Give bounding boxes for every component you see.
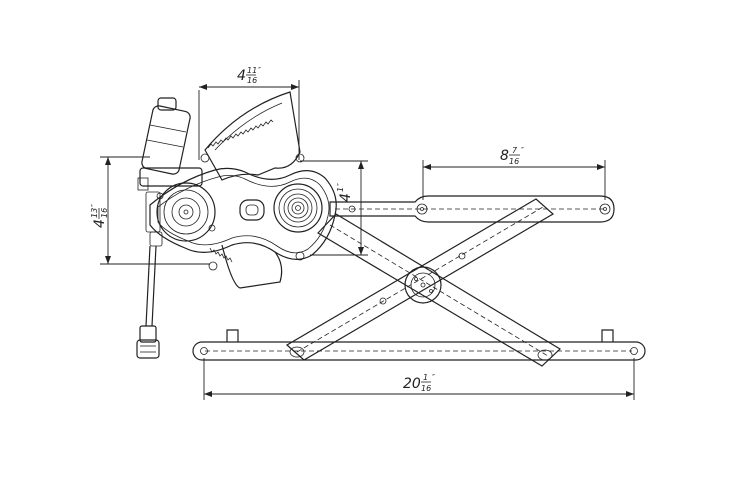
label-overall-length-whole: 20: [403, 376, 421, 392]
bottom-rail: [192, 329, 646, 361]
motor-assembly: [137, 97, 216, 247]
label-rail-length: 8 7 16 ″: [500, 146, 524, 166]
label-motor-height-unit: ″: [90, 204, 99, 207]
label-rail-length-unit: ″: [521, 146, 524, 155]
label-overall-length: 20 1 16 ″: [403, 373, 435, 393]
label-pivot-height-num: 1: [336, 187, 345, 192]
label-rail-length-den: 16: [509, 157, 519, 166]
dimension-pivot-height: [300, 160, 368, 256]
label-motor-height-den: 16: [100, 208, 109, 218]
label-overall-length-den: 16: [421, 384, 431, 393]
scissor-arm-a: [317, 213, 561, 367]
dimension-motor-height: [100, 156, 210, 265]
label-pivot-height: 4 1 ″: [336, 183, 354, 202]
label-motor-height: 4 13 16 ″: [90, 204, 109, 228]
dimension-overall-length: [203, 358, 635, 400]
sector-gear: [204, 91, 301, 289]
scissor-arm-b: [285, 198, 555, 361]
label-overall-length-unit: ″: [432, 373, 435, 382]
label-rail-length-num: 7: [512, 146, 518, 155]
label-top-width-unit: ″: [258, 66, 261, 75]
wire-harness: [136, 245, 160, 359]
label-motor-height-num: 13: [90, 208, 99, 218]
label-top-width: 4 11 16 ″: [237, 66, 261, 85]
label-motor-height-whole: 4: [92, 219, 108, 228]
label-overall-length-num: 1: [423, 373, 428, 382]
dimension-rail-length: [422, 160, 606, 200]
label-rail-length-whole: 8: [500, 148, 509, 164]
label-top-width-whole: 4: [237, 68, 246, 84]
upper-rail: [329, 195, 615, 223]
scissor-pivot: [404, 266, 442, 304]
label-top-width-den: 16: [247, 76, 257, 85]
label-top-width-num: 11: [247, 66, 257, 75]
label-pivot-height-whole: 4: [338, 193, 354, 202]
label-pivot-height-unit: ″: [336, 183, 345, 186]
drum-pivot: [273, 183, 323, 233]
arm-end-sliders: [289, 346, 553, 361]
dimension-top-width: [198, 80, 300, 160]
